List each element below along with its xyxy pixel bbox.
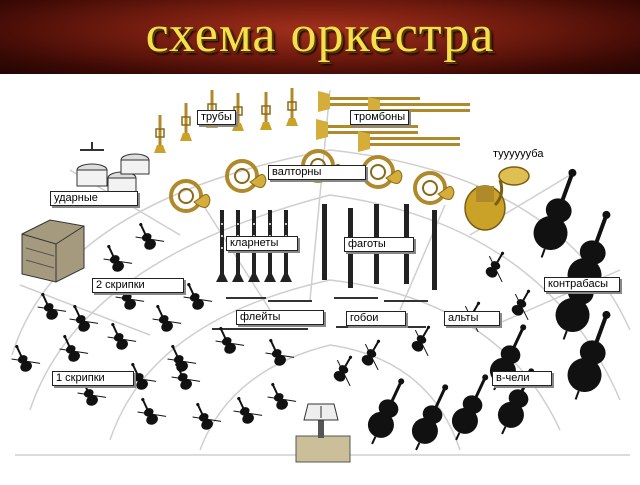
percussion-icon xyxy=(21,142,150,283)
page-title: схема оркестра xyxy=(145,6,495,63)
label-trombones: тромбоны xyxy=(350,110,410,125)
label-tuba: тууууууба xyxy=(493,148,544,160)
label-double-basses: контрабасы xyxy=(544,277,620,292)
label-bassoons: фаготы xyxy=(344,237,414,252)
label-trumpets: трубы xyxy=(197,110,236,125)
title-banner: схема оркестра xyxy=(0,0,640,74)
label-clarinets: кларнеты xyxy=(226,236,298,251)
label-cellos: в-чели xyxy=(492,371,552,386)
label-first-violins: 1 скрипки xyxy=(52,371,134,386)
stage-lines xyxy=(11,89,631,456)
label-flutes: флейты xyxy=(236,310,324,325)
label-percussion: ударные xyxy=(50,191,138,206)
orchestra-diagram: трубы тромбоны тууууууба валторны ударны… xyxy=(0,74,640,480)
conductor-podium-icon xyxy=(295,403,351,463)
oboes-group xyxy=(334,297,428,328)
label-second-violins: 2 скрипки xyxy=(92,278,184,293)
cellos-group xyxy=(359,318,546,457)
horns-group xyxy=(169,149,456,213)
label-violas: альты xyxy=(444,311,500,326)
tuba-icon xyxy=(464,166,530,231)
label-oboes: гобои xyxy=(346,311,406,326)
orchestra-seating-svg xyxy=(6,87,631,463)
label-horns: валторны xyxy=(268,165,366,180)
flutes-group xyxy=(212,297,312,330)
